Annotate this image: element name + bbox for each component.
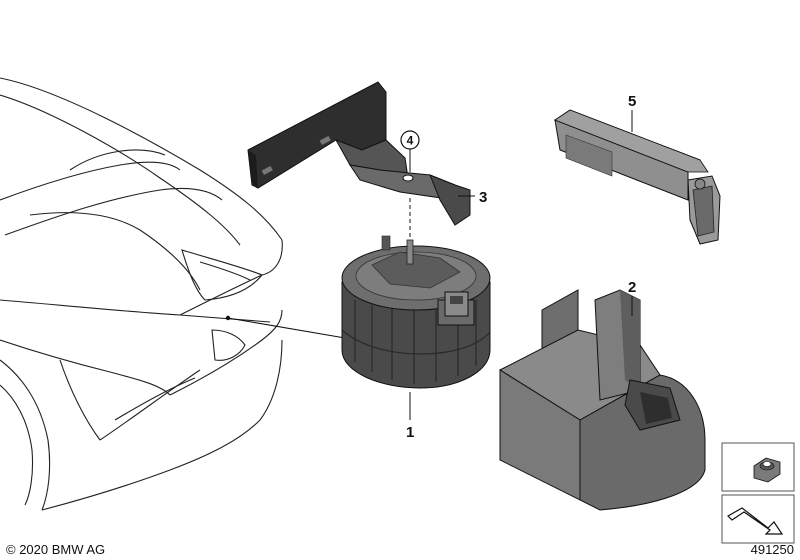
callout-1: 1 bbox=[406, 424, 414, 441]
legend-box-arrow bbox=[721, 494, 795, 544]
legend-box-nut bbox=[721, 442, 795, 492]
fold-arrow-icon bbox=[727, 507, 784, 535]
bracket-part[interactable] bbox=[247, 81, 471, 226]
copyright-text: © 2020 BMW AG bbox=[6, 542, 105, 557]
callout-4-circle: 4 bbox=[407, 134, 414, 148]
control-module-part[interactable] bbox=[553, 109, 721, 245]
callout-5: 5 bbox=[628, 93, 636, 110]
nut-icon bbox=[753, 457, 781, 483]
callout-3: 3 bbox=[479, 189, 487, 206]
cover-part[interactable] bbox=[498, 289, 706, 511]
car-front-outline bbox=[0, 77, 283, 511]
leader-line-mount bbox=[227, 317, 346, 339]
callout-2: 2 bbox=[628, 279, 636, 296]
diagram-number: 491250 bbox=[751, 542, 794, 557]
nut-position-indicator: 4 bbox=[400, 130, 420, 240]
alarm-siren-part[interactable] bbox=[341, 235, 491, 389]
